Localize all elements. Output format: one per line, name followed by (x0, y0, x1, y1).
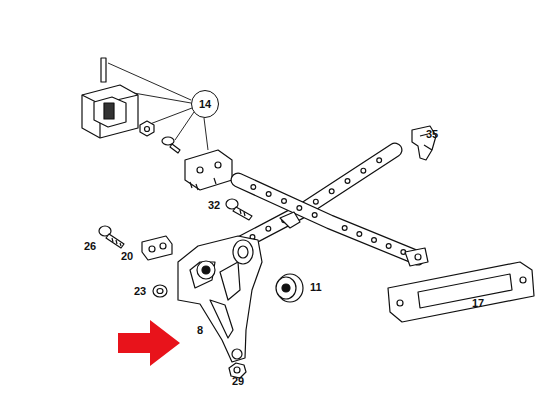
callout-circle: 14 (191, 90, 219, 118)
arm-hole (312, 213, 317, 218)
bolt (226, 199, 252, 220)
arm-hole (329, 189, 334, 194)
arm-hole (297, 206, 302, 211)
callout-number: 17 (472, 298, 484, 309)
callout-number: 29 (232, 376, 244, 387)
washer (153, 285, 167, 297)
nut (140, 121, 154, 136)
stud (101, 58, 106, 82)
arm-hole (313, 199, 318, 204)
callout-number: 26 (84, 241, 96, 252)
callout-number: 35 (426, 129, 438, 140)
screw (162, 137, 180, 153)
arm-hole (357, 232, 362, 237)
clamp-plate (185, 150, 232, 190)
arm-hole (386, 244, 391, 249)
callout-number: 32 (208, 200, 220, 211)
arm-hole (282, 199, 287, 204)
bolt (99, 226, 124, 248)
arm-hole (372, 238, 377, 243)
arm-hole (342, 226, 347, 231)
glass-carrier-block (82, 85, 138, 138)
roller (276, 274, 303, 302)
callout-number: 20 (121, 251, 133, 262)
arm-hole (266, 192, 271, 197)
equalizer-arm (238, 180, 428, 266)
arm-hole (251, 185, 256, 190)
arm-hole (345, 179, 350, 184)
arm-hole (361, 168, 366, 173)
base-plate (178, 236, 262, 362)
callout-number: 8 (197, 325, 203, 336)
arm-hole (266, 226, 271, 231)
bushing-plate (142, 236, 172, 260)
callout-number: 11 (310, 282, 322, 293)
arm-hole (377, 158, 382, 163)
pointer-arrow (118, 320, 180, 366)
guide-rail (388, 262, 534, 322)
callout-number: 23 (134, 286, 146, 297)
callout-number: 14 (199, 99, 211, 110)
